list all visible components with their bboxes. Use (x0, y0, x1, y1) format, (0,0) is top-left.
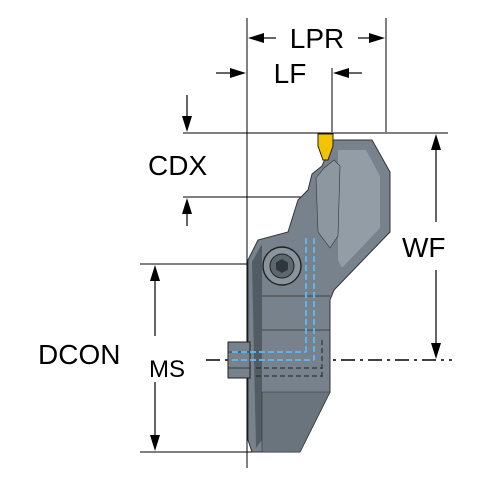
label-dcon-subscript: MS (149, 356, 185, 383)
hex-socket-screw-icon (262, 246, 302, 286)
label-lpr: LPR (290, 23, 344, 54)
lower-bevel (261, 391, 331, 453)
dimension-cdx (182, 95, 192, 226)
cutting-insert (317, 133, 334, 161)
dimension-wf (431, 134, 441, 359)
tool-body (227, 133, 391, 453)
coolant-channels (232, 238, 315, 361)
label-wf: WF (402, 232, 446, 263)
label-dcon: DCON (38, 339, 120, 370)
body-shade (252, 244, 262, 448)
dimension-lpr (248, 33, 385, 43)
label-cdx: CDX (148, 150, 207, 181)
label-lf: LF (274, 58, 307, 89)
dimension-lf (216, 68, 362, 78)
hidden-lines (256, 340, 323, 378)
blade-face (315, 159, 341, 249)
extension-lines (140, 18, 448, 468)
dimension-dcon (150, 265, 160, 451)
body-highlight (338, 150, 380, 268)
